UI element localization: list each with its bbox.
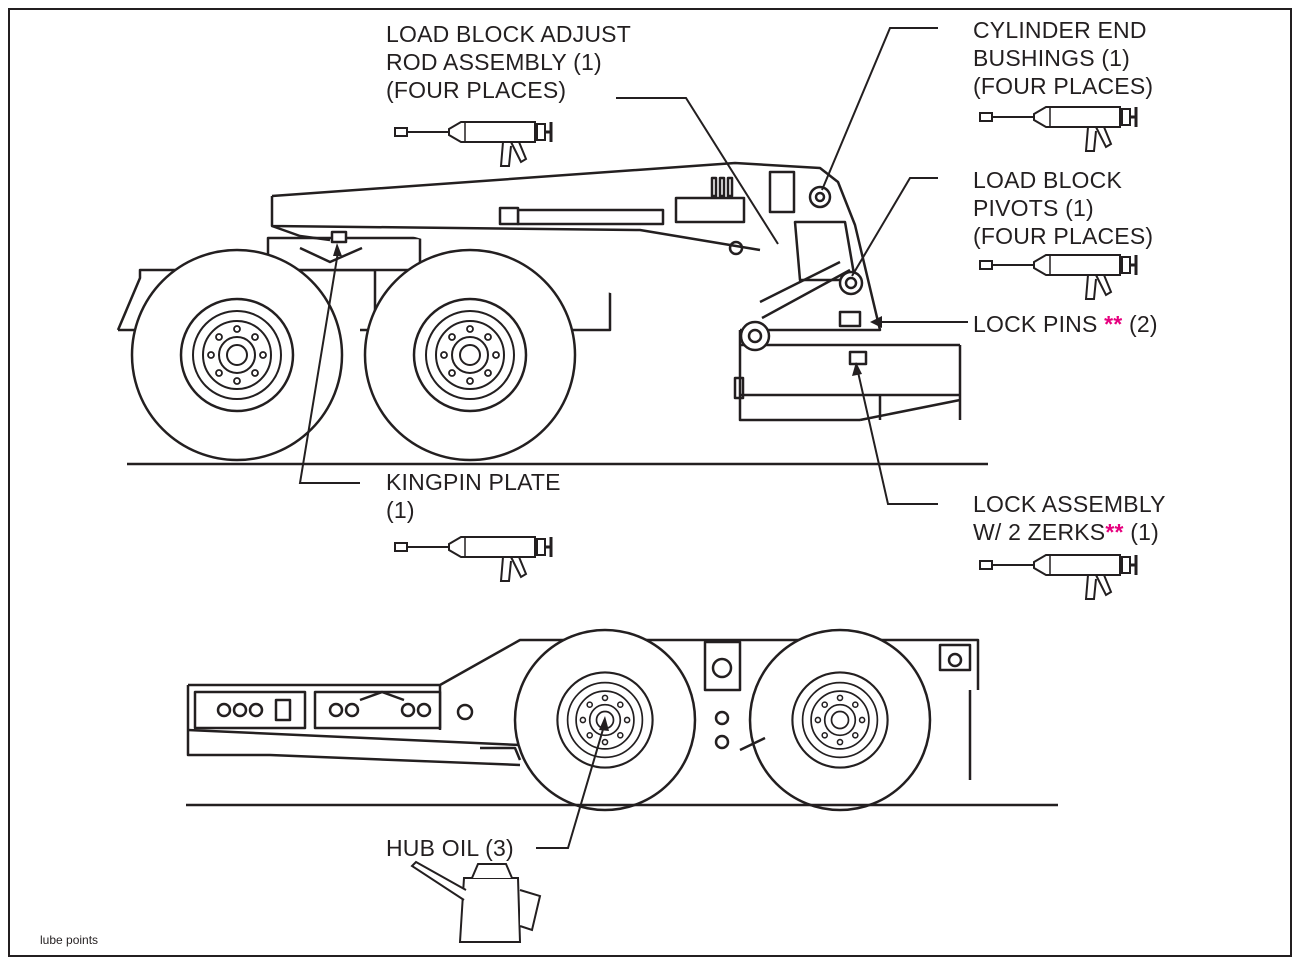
oil-can-icon	[410, 860, 542, 943]
label-cylinder-end-bushings: CYLINDER END BUSHINGS (1) (FOUR PLACES)	[973, 17, 1154, 99]
leader-lines	[298, 27, 968, 849]
grease-gun-icon	[978, 553, 1138, 601]
double-asterisk: **	[1104, 311, 1123, 337]
label-load-block-adjust: LOAD BLOCK ADJUST ROD ASSEMBLY (1) (FOUR…	[386, 21, 631, 103]
grease-gun-icon	[393, 535, 553, 583]
label-lock-assembly: LOCK ASSEMBLY W/ 2 ZERKS** (1)	[973, 491, 1166, 545]
grease-gun-icon	[393, 120, 553, 168]
label-load-block-pivots: LOAD BLOCK PIVOTS (1) (FOUR PLACES)	[973, 167, 1154, 249]
figure-caption: lube points	[40, 933, 99, 947]
grease-gun-icon	[978, 105, 1138, 153]
diagram-frame	[8, 8, 1292, 957]
label-lock-pins: LOCK PINS ** (2)	[973, 311, 1158, 337]
label-kingpin-plate: KINGPIN PLATE (1)	[386, 469, 561, 523]
tractor-side-view	[116, 161, 988, 466]
double-asterisk: **	[1105, 519, 1124, 545]
trailer-side-view	[186, 628, 1058, 812]
label-hub-oil: HUB OIL (3)	[386, 835, 514, 861]
grease-gun-icon	[978, 253, 1138, 301]
arrowheads	[333, 243, 882, 731]
